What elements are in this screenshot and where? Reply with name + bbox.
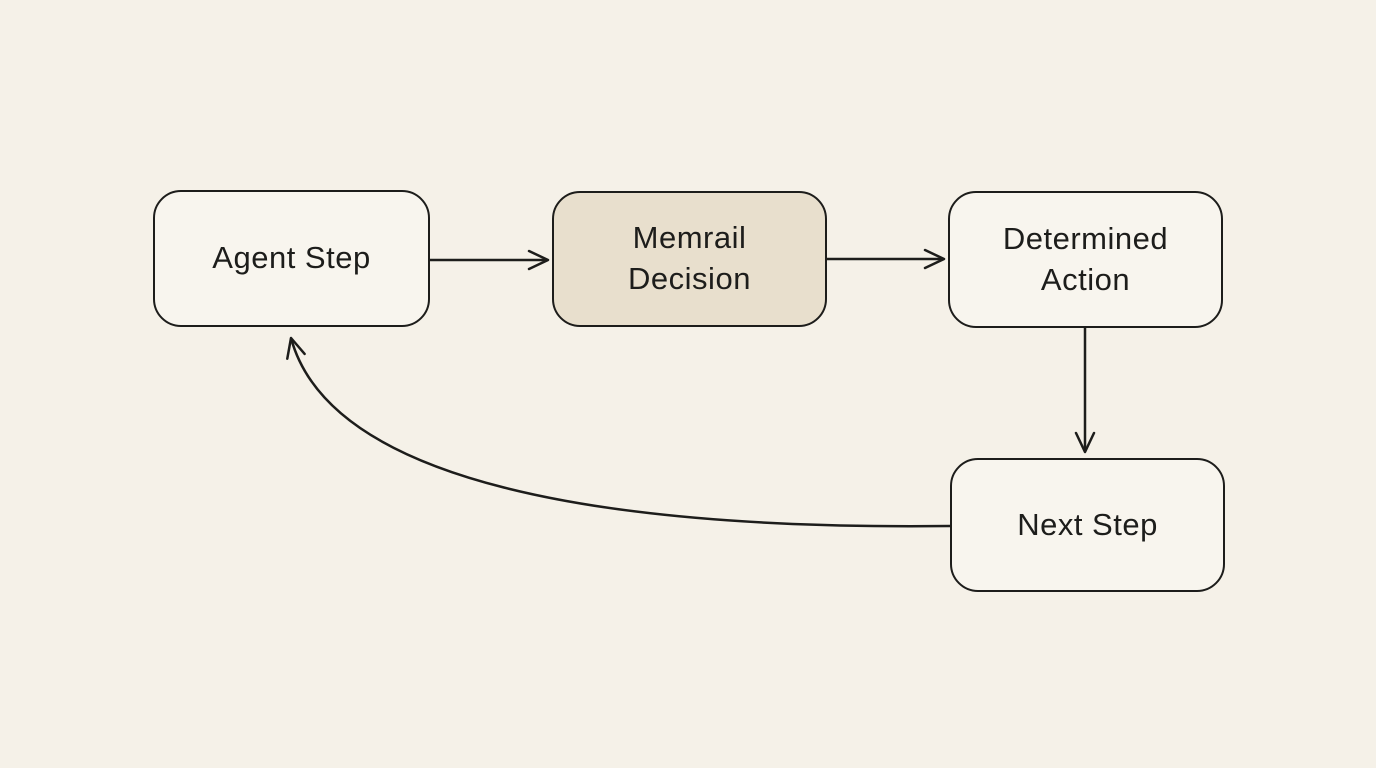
node-next-step-label: Next Step bbox=[1017, 506, 1158, 542]
node-memrail-decision: Memrail Decision bbox=[552, 191, 827, 327]
node-determined-action: Determined Action bbox=[948, 191, 1223, 328]
node-determined-action-label: Determined Action bbox=[1002, 220, 1169, 297]
edge-next-step-to-agent-step bbox=[286, 336, 951, 528]
node-agent-step-label: Agent Step bbox=[212, 240, 371, 276]
node-next-step: Next Step bbox=[950, 458, 1225, 592]
node-agent-step: Agent Step bbox=[153, 190, 430, 327]
node-memrail-decision-label: Memrail Decision bbox=[628, 220, 751, 296]
